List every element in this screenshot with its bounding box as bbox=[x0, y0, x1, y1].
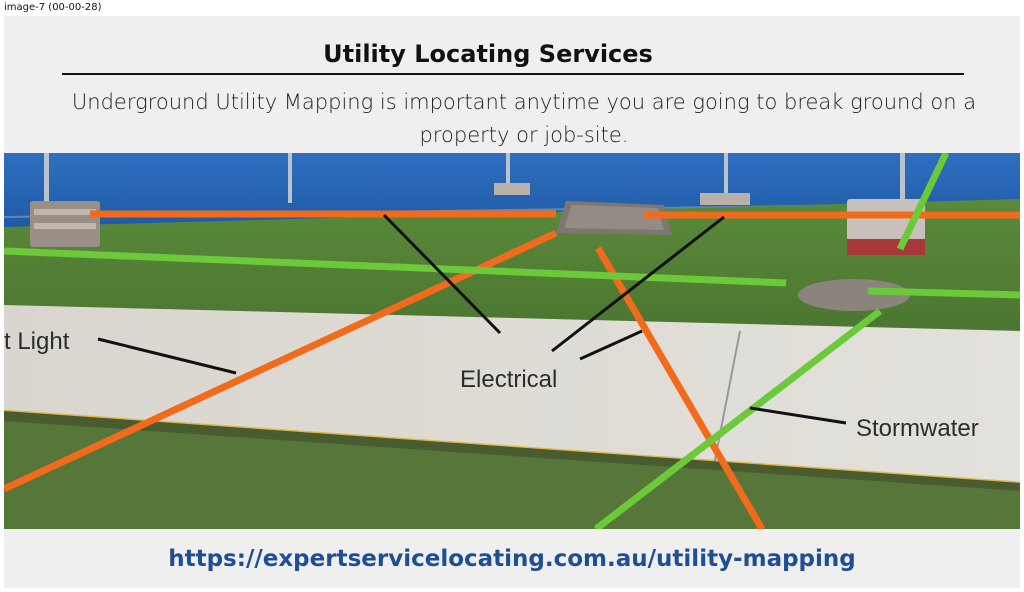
slide: Utility Locating Services Underground Ut… bbox=[4, 16, 1020, 588]
frame-label: image-7 (00-00-28) bbox=[4, 2, 102, 13]
street-light-line bbox=[4, 229, 558, 493]
leader-lines bbox=[97, 213, 847, 425]
stormwater-label: Stormwater bbox=[856, 415, 979, 442]
site-photo-illustration bbox=[4, 153, 1020, 529]
utility-mapping-photo: t Light Electrical Stormwater bbox=[4, 153, 1020, 529]
front-lawn bbox=[4, 411, 1020, 529]
stormwater-line bbox=[4, 247, 787, 287]
fence-base bbox=[700, 193, 750, 205]
fence-base bbox=[494, 183, 530, 195]
leader-line bbox=[382, 213, 502, 335]
slide-subtitle: Underground Utility Mapping is important… bbox=[71, 90, 977, 147]
leader-line bbox=[551, 215, 725, 353]
slide-title: Utility Locating Services bbox=[323, 40, 653, 68]
stormwater-line bbox=[896, 153, 950, 251]
title-divider bbox=[62, 73, 964, 75]
leader-line bbox=[749, 406, 847, 425]
street-light-label: t Light bbox=[4, 328, 70, 355]
stormwater-line bbox=[867, 287, 1020, 299]
fence-post bbox=[288, 153, 292, 203]
footpath bbox=[4, 305, 1020, 483]
pit-cover bbox=[798, 279, 910, 311]
fence-post bbox=[506, 153, 510, 189]
electrical-label: Electrical bbox=[460, 366, 558, 393]
stormwater-line bbox=[593, 308, 883, 529]
path-joint bbox=[713, 330, 741, 466]
leader-line bbox=[579, 329, 643, 361]
stormwater-lines bbox=[4, 153, 1020, 529]
source-url: https://expertservicelocating.com.au/uti… bbox=[168, 546, 856, 572]
fence-post bbox=[44, 153, 49, 205]
street-light-lines bbox=[4, 210, 558, 493]
fence-post bbox=[900, 153, 905, 203]
fence-post bbox=[724, 153, 728, 193]
leader-line bbox=[97, 337, 237, 375]
